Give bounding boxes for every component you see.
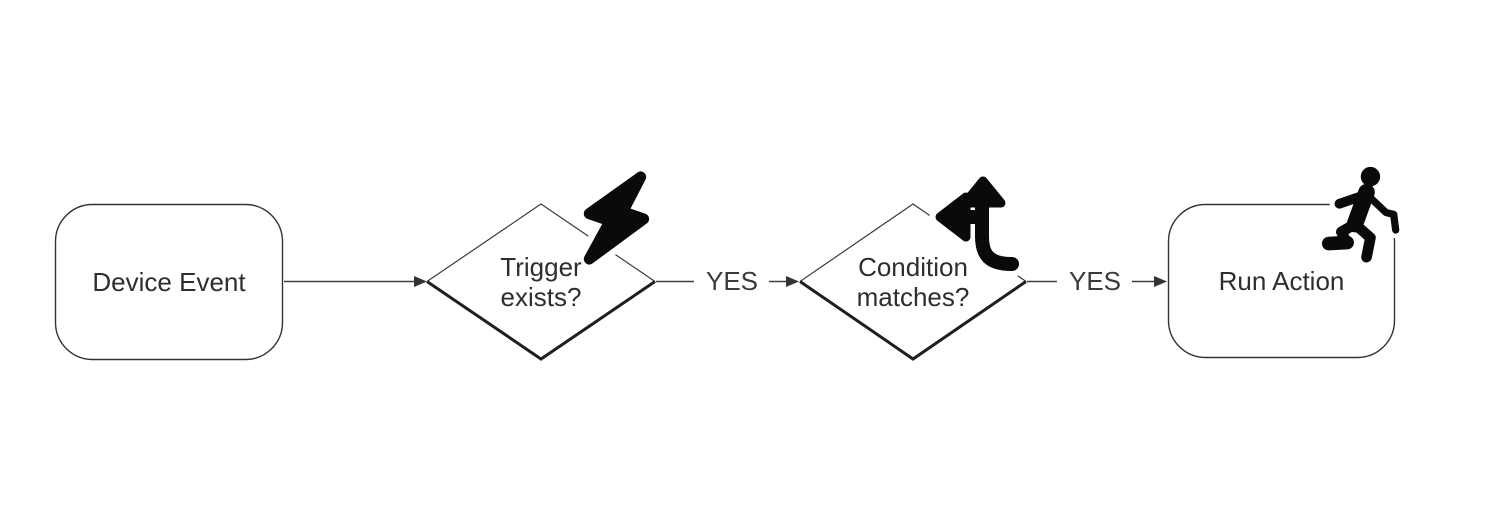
lightning-bolt-icon (577, 164, 656, 272)
node-device-event (54, 203, 284, 361)
split-arrows-icon (929, 170, 1025, 277)
person-running-icon (1317, 162, 1404, 268)
arrowhead-into-action (1154, 276, 1167, 287)
arrowhead-into-condition (786, 276, 799, 287)
arrowhead-into-trigger (414, 276, 427, 287)
